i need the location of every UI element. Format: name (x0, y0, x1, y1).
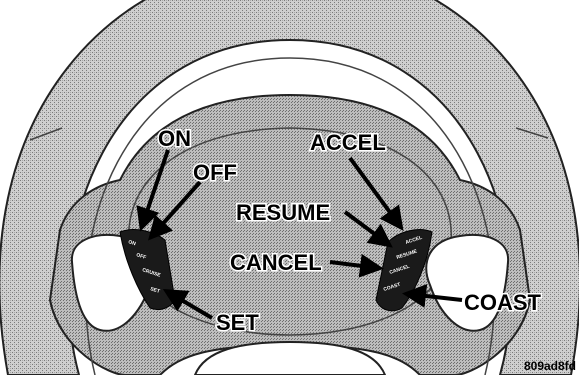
label-accel: ACCEL (310, 130, 386, 155)
leader-accel (348, 156, 404, 231)
figure-id: 809ad8fd (524, 359, 576, 373)
right-cruise-switch: ACCEL RESUME CANCEL COAST (375, 229, 433, 312)
leader-on (136, 149, 170, 232)
right-wheel-opening (425, 234, 510, 332)
rim-inner-edge (85, 57, 495, 375)
left-cruise-switch: ON OFF CRUISE SET (119, 229, 176, 311)
left-button-off[interactable]: OFF (135, 252, 146, 261)
leader-off (148, 180, 202, 241)
label-coast: COAST (464, 290, 542, 315)
rim-seam-left (29, 127, 63, 141)
left-button-set[interactable]: SET (149, 286, 160, 295)
leader-set (162, 288, 214, 320)
right-button-accel[interactable]: ACCEL (405, 235, 423, 246)
leader-cancel (329, 253, 384, 278)
left-button-on[interactable]: ON (127, 239, 136, 247)
label-cancel: CANCEL (230, 250, 322, 275)
rim-seam-right (515, 127, 549, 139)
label-resume: RESUME (236, 200, 330, 225)
right-button-coast[interactable]: COAST (383, 282, 401, 293)
right-switch-body (375, 229, 433, 312)
left-button-cruise[interactable]: CRUISE (141, 267, 161, 279)
leader-resume (343, 210, 393, 248)
lower-opening (193, 340, 387, 375)
label-set: SET (216, 310, 259, 335)
leader-coast (402, 284, 463, 308)
label-on: ON (158, 126, 191, 151)
label-off: OFF (193, 160, 237, 185)
